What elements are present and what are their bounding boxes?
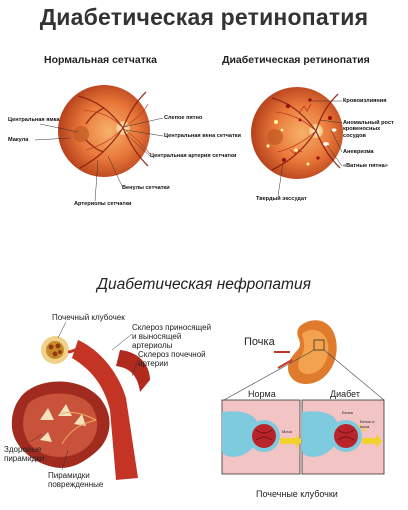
diabetes-label: Диабет (330, 389, 361, 399)
label-macula: Макула (8, 137, 29, 143)
label-healthy-pyramids: Здоровые пирамидки (4, 445, 45, 463)
label-blind-spot: Слепое пятно (164, 115, 203, 121)
protein-label: Белок (342, 410, 354, 415)
label-damaged-pyramids: Пирамидки поврежденные (48, 471, 104, 489)
diabetic-retina-image (251, 87, 343, 179)
label-central-artery: Центральная артерия сетчатки (150, 153, 237, 159)
kidney-label: Почка (244, 336, 275, 348)
label-afferent-sclerosis: Склероз приносящей и выносящей артериолы (132, 323, 212, 350)
nephropathy-title: Диабетическая нефропатия (97, 276, 311, 293)
glomeruli-caption: Почечные клубочки (256, 489, 338, 499)
label-aneurysm: Аневризма (343, 149, 374, 155)
label-venules: Венулы сетчатки (122, 185, 170, 191)
diabetic-retina-title: Диабетическая ретинопатия (222, 54, 370, 66)
normal-retina-image (58, 85, 151, 177)
label-arterioles: Артериолы сетчатки (74, 201, 132, 207)
kidney-panel (216, 306, 388, 488)
label-glomerulus: Почечный клубочек (52, 313, 125, 322)
urine-label: Мочa (282, 429, 292, 434)
norm-label: Норма (248, 389, 276, 399)
normal-retina-title: Нормальная сетчатка (44, 54, 157, 66)
norm-glomerulus (222, 411, 302, 457)
diabetes-glomerulus (302, 411, 382, 457)
nephropathy-illustration (11, 321, 150, 480)
label-central-fovea: Центральная ямка (8, 117, 60, 123)
label-cotton-spots: «Ватные пятна» (343, 163, 388, 169)
protein-urine-label: Белок и моча (360, 419, 375, 429)
label-hard-exudate: Твердый экссудат (256, 196, 307, 202)
label-hemorrhages: Кровоизлияния (343, 98, 387, 104)
page-title: Диабетическая ретинопатия (39, 4, 369, 30)
label-central-vein: Центральная вена сетчатки (164, 133, 241, 139)
label-abnormal-growth: Аномальный рост кровеносных сосудов (343, 120, 394, 139)
label-renal-artery-sclerosis: Склероз почечной артерии (138, 350, 206, 368)
